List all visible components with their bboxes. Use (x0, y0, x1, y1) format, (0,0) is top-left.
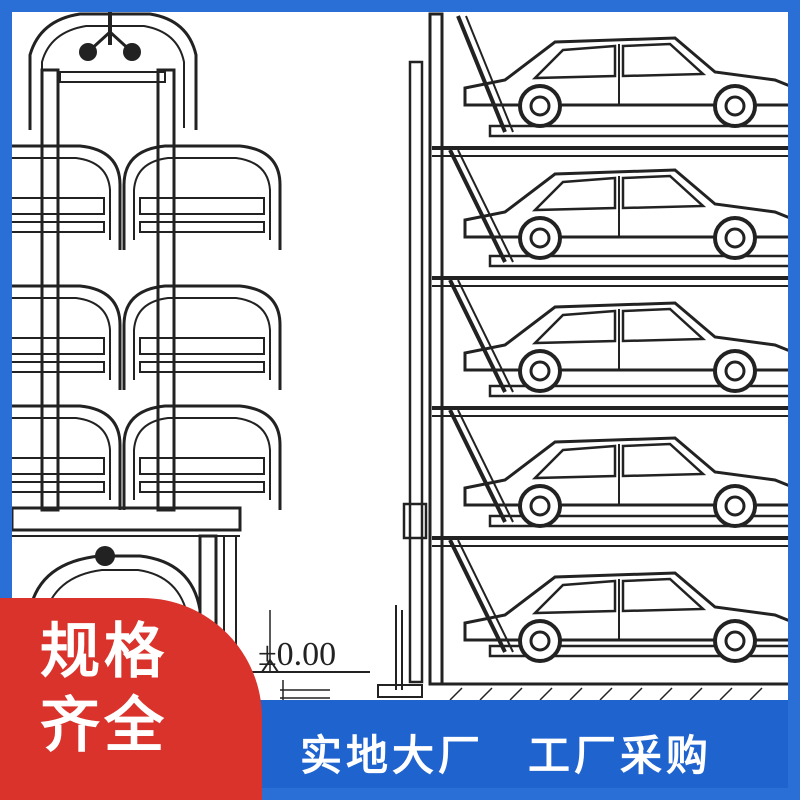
parking-lift-drawing: ±0.00 (0, 0, 797, 700)
slogan: 实地大厂 工厂采购 (300, 712, 780, 792)
badge-line-1: 规格 (40, 617, 168, 687)
badge-line-2: 齐全 (40, 691, 168, 761)
slogan-right: 工厂采购 (528, 730, 713, 780)
spec-badge (0, 598, 262, 800)
slogan-left: 实地大厂 (300, 730, 485, 780)
left-lift-view: ±0.00 (0, 0, 370, 700)
spec-badge-text: 规格 齐全 (40, 615, 240, 763)
level-label: ±0.00 (258, 636, 336, 673)
right-lift-view (377, 12, 797, 700)
